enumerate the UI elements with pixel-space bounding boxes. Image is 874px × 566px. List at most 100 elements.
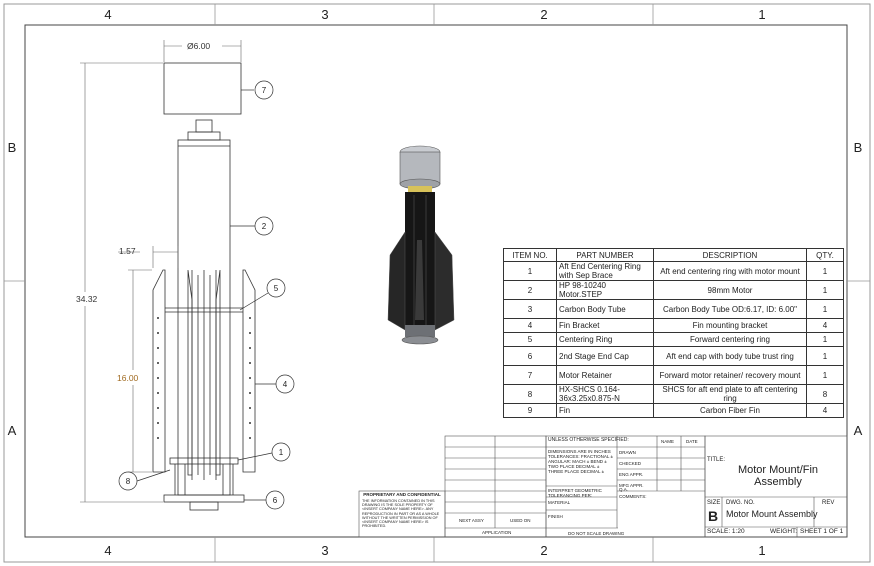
bom-desc: Forward motor retainer/ recovery mount [653,365,807,385]
tb-mfg-appr: MFG APPR. [619,483,644,488]
balloon-7: 7 [262,86,267,95]
side-view [152,62,256,511]
bom-qty: 1 [806,365,844,385]
zone-col-bottom-3: 3 [321,543,328,558]
zone-col-bottom-2: 2 [540,543,547,558]
bom-qty: 1 [806,280,844,300]
tb-interpret: INTERPRET GEOMETRIC TOLERANCING PER: [548,488,602,498]
balloon-2: 2 [262,222,267,231]
bom-qty: 1 [806,299,844,319]
bom-part: Centering Ring [556,332,654,347]
bom-qty: 1 [806,332,844,347]
zone-col-top-2: 2 [540,7,547,22]
bom-qty: 1 [806,261,844,281]
tb-size-label: SIZE [707,500,721,506]
tb-rev-label: REV [822,500,835,506]
tb-proprietary-title: PROPRIETARY AND CONFIDENTIAL [363,492,441,497]
dim-fin-length: 16.00 [117,373,139,383]
tb-dwg-no-label: DWG. NO. [726,500,755,506]
balloon-6: 6 [273,496,278,505]
zone-col-bottom-4: 4 [104,543,111,558]
tb-dwg-no: Motor Mount Assembly [726,509,818,519]
bom-desc: Fin mounting bracket [653,318,807,333]
tb-application: APPLICATION [482,530,512,535]
tb-unless-specified: UNLESS OTHERWISE SPECIFIED: [548,437,629,443]
balloon-1: 1 [279,448,284,457]
bom-desc: 98mm Motor [653,280,807,300]
bom-part: Aft End Centering Ring with Sep Brace [556,261,654,281]
zone-col-top-1: 1 [758,7,765,22]
tb-comments: COMMENTS: [619,494,647,499]
zone-row-right-a: A [854,423,863,438]
tb-title-label: TITLE: [707,457,726,463]
bom-part: Motor Retainer [556,365,654,385]
bom-desc: Carbon Fiber Fin [653,403,807,418]
tb-qa: Q.A. [619,487,629,492]
bom-item: 2 [503,280,557,300]
drawing-title: Motor Mount/Fin Assembly [737,464,819,488]
bom-part: HP 98-10240 Motor.STEP [556,280,654,300]
bom-header-desc: DESCRIPTION [653,248,807,262]
tb-used-on: USED ON [510,518,531,523]
tb-checked: CHECKED [619,461,642,466]
bom-part: Carbon Body Tube [556,299,654,319]
bom-item: 9 [503,403,557,418]
bom-item: 3 [503,299,557,319]
bom-header-part: PART NUMBER [556,248,654,262]
zone-col-top-4: 4 [104,7,111,22]
bom-part: HX-SHCS 0.164-36x3.25x0.875-N [556,384,654,404]
bom-header-row: ITEM NO. PART NUMBER DESCRIPTION QTY. [503,248,844,262]
bom-desc: Aft end centering ring with motor mount [653,261,807,281]
tb-drawn: DRAWN [619,450,636,455]
tb-eng-appr: ENG APPR. [619,472,644,477]
bom-header-qty: QTY. [806,248,844,262]
zone-col-bottom-1: 1 [758,543,765,558]
tb-scale: SCALE: 1:20 [707,528,745,535]
balloon-8: 8 [126,477,131,486]
tb-next-assy: NEXT ASSY [459,518,484,523]
isometric-render [387,145,455,345]
bom-header-item: ITEM NO. [503,248,557,262]
dim-offset: 1.57 [119,246,136,256]
bom-desc: SHCS for aft end plate to aft centering … [653,384,807,404]
tb-weight: WEIGHT: [770,528,798,535]
tb-proprietary-text: THE INFORMATION CONTAINED IN THIS DRAWIN… [362,499,440,529]
dim-diameter: Ø6.00 [187,41,210,51]
tb-finish: FINISH [548,514,563,519]
bom-item: 8 [503,384,557,404]
bom-item: 5 [503,332,557,347]
tb-name: NAME [661,439,675,444]
tb-dims-note: DIMENSIONS ARE IN INCHES TOLERANCES: FRA… [548,449,613,474]
zone-row-left-a: A [8,423,17,438]
bom-item: 4 [503,318,557,333]
bom-part: 2nd Stage End Cap [556,346,654,366]
bom-desc: Forward centering ring [653,332,807,347]
tb-sheet: SHEET 1 OF 1 [800,528,844,535]
zone-row-right-b: B [854,140,863,155]
bom-desc: Carbon Body Tube OD:6.17, ID: 6.00" [653,299,807,319]
tb-do-not-scale: DO NOT SCALE DRAWING [568,531,625,536]
bom-item: 6 [503,346,557,366]
bom-item: 7 [503,365,557,385]
balloon-5: 5 [274,284,279,293]
bom-part: Fin Bracket [556,318,654,333]
dim-overall-length: 34.32 [76,294,98,304]
tb-date: DATE [686,439,698,444]
bom-desc: Aft end cap with body tube trust ring [653,346,807,366]
balloon-4: 4 [283,380,288,389]
tb-material: MATERIAL [548,500,571,505]
zone-row-left-b: B [8,140,17,155]
bom-qty: 4 [806,403,844,418]
zone-col-top-3: 3 [321,7,328,22]
